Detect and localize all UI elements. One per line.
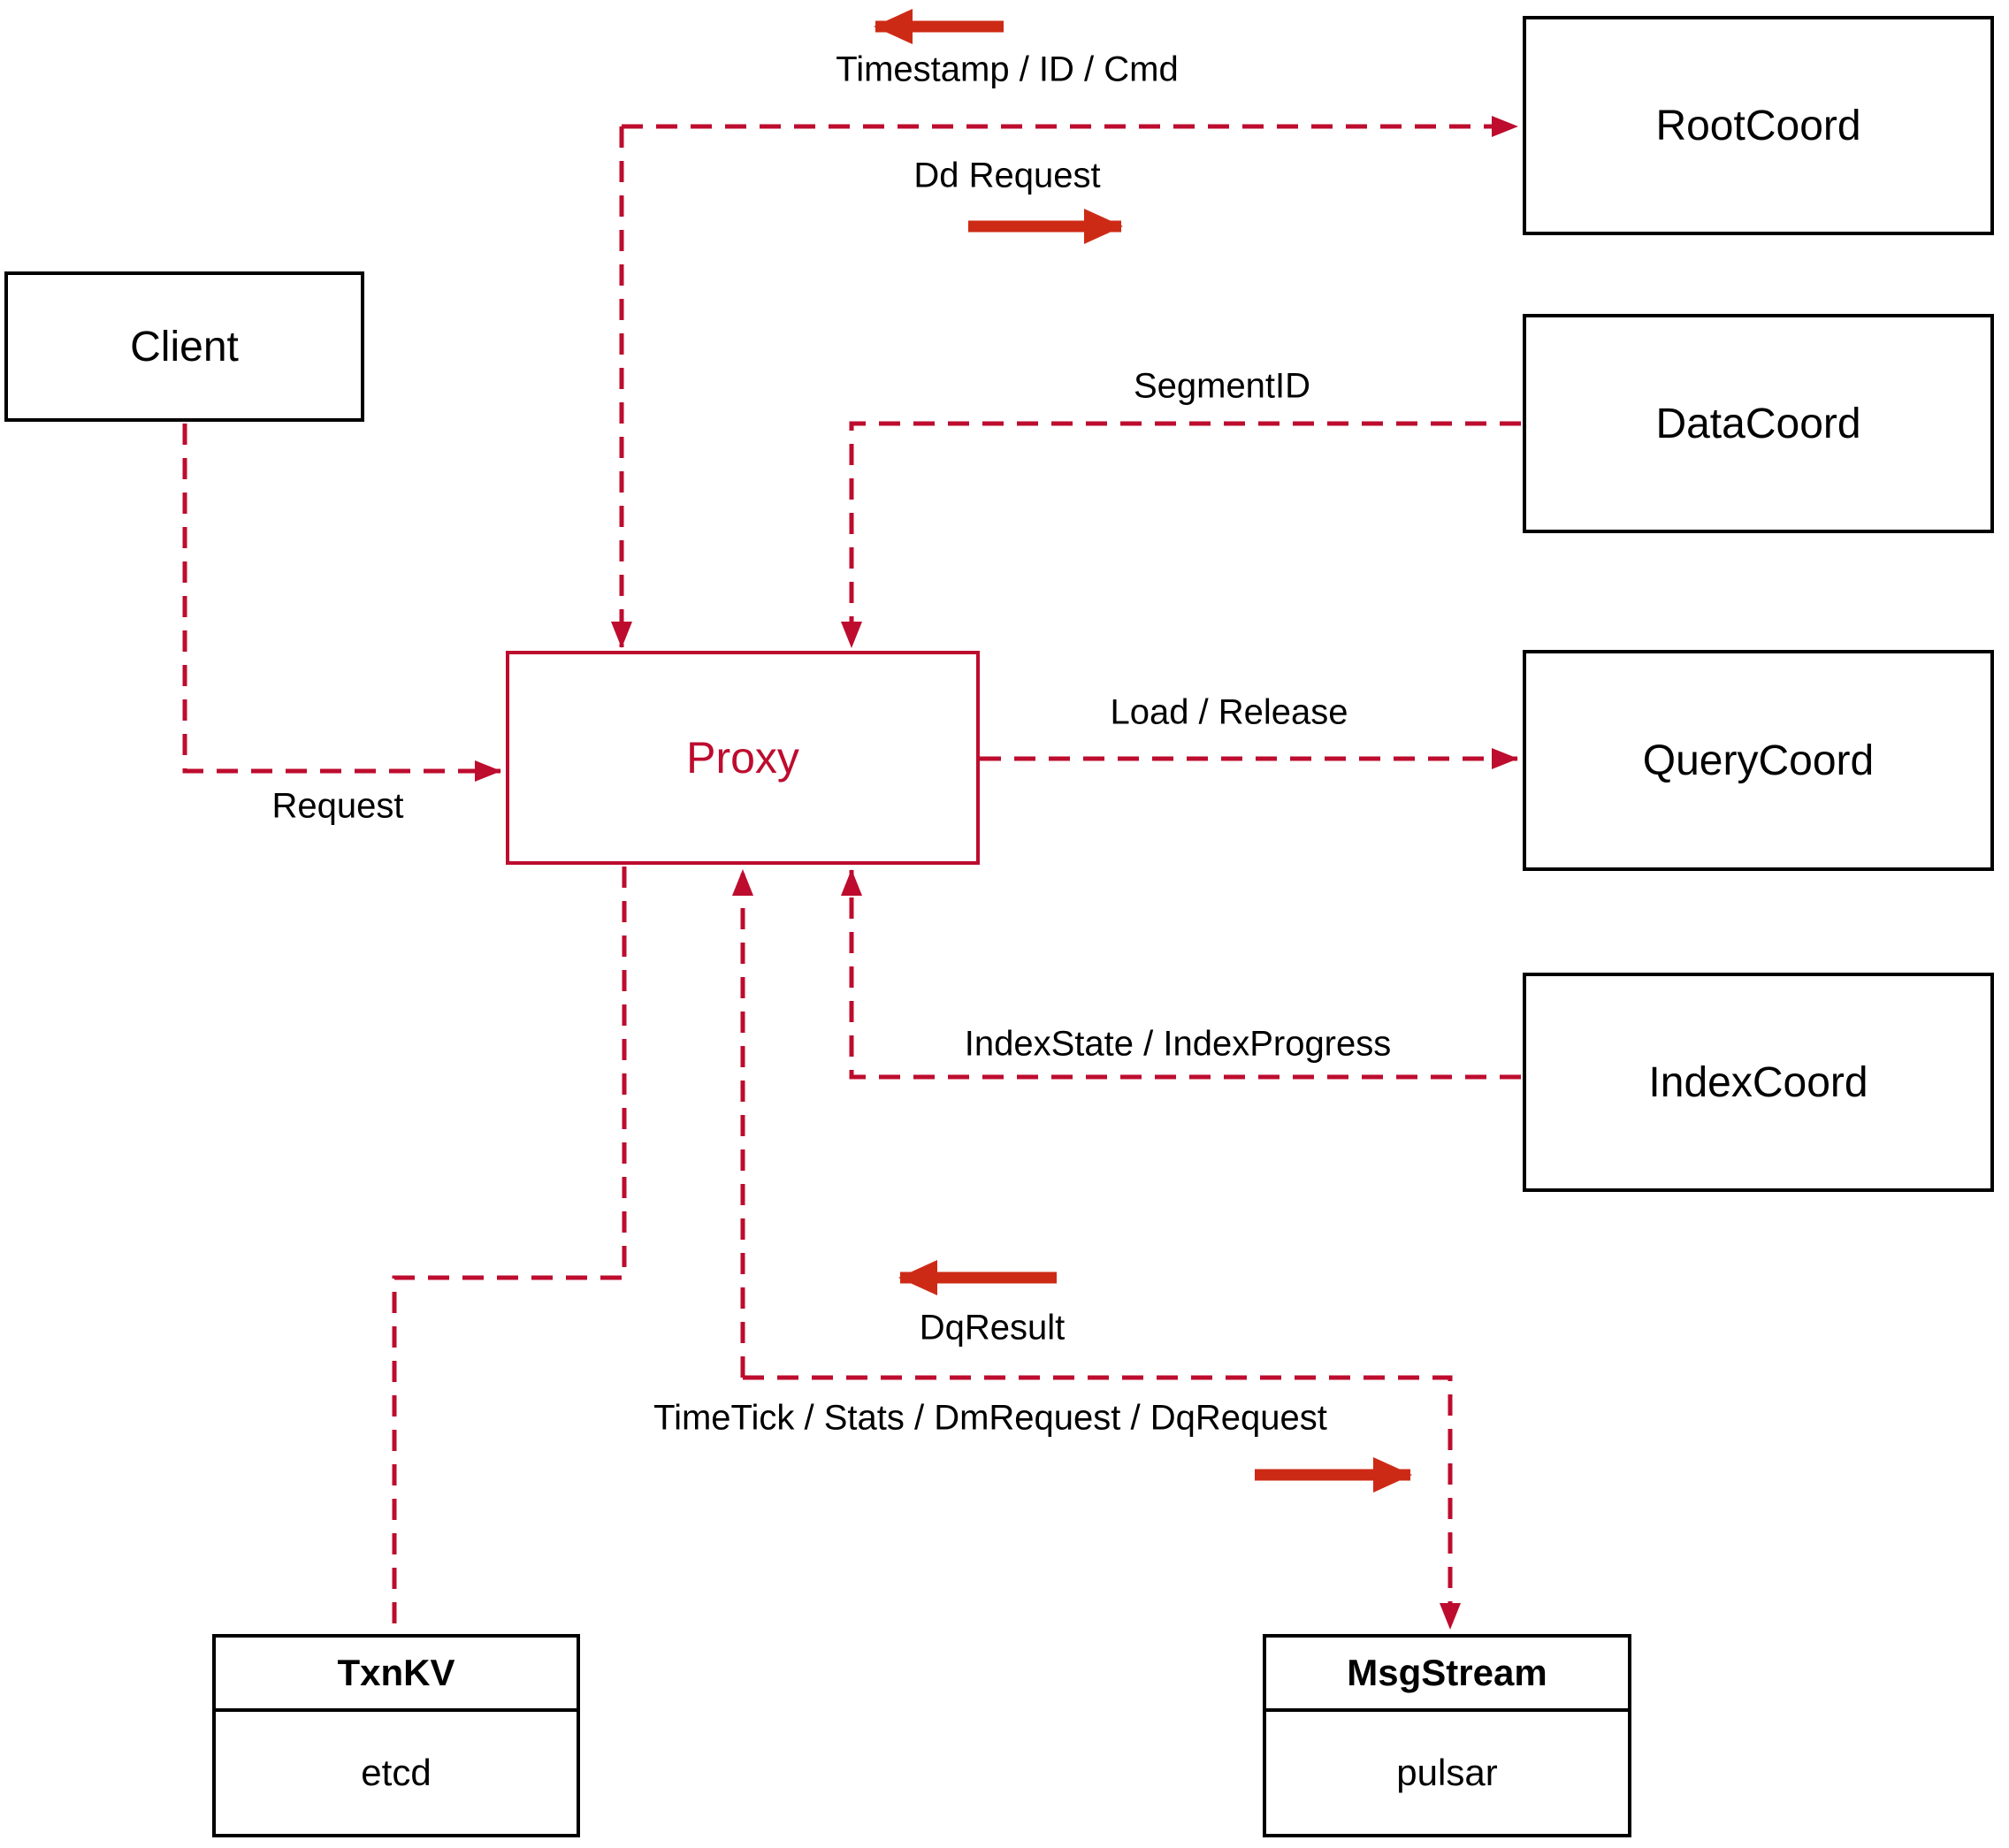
node-txnkv-impl: etcd — [361, 1752, 432, 1793]
node-proxy-label: Proxy — [686, 733, 799, 783]
edge-label-load-release: Load / Release — [1110, 692, 1348, 732]
edge-label-indexstate: IndexState / IndexProgress — [964, 1024, 1392, 1064]
edge-datacoord-proxy-line — [841, 421, 1521, 648]
node-msgstream-title: MsgStream — [1266, 1638, 1628, 1712]
node-msgstream-impl: pulsar — [1396, 1752, 1498, 1793]
node-txnkv: TxnKV etcd — [212, 1634, 580, 1837]
edge-indexcoord-proxy-line — [841, 869, 1521, 1080]
node-querycoord-label: QueryCoord — [1642, 737, 1875, 784]
node-client: Client — [4, 271, 364, 422]
node-proxy: Proxy — [506, 651, 980, 865]
node-client-label: Client — [130, 323, 239, 370]
node-querycoord: QueryCoord — [1523, 650, 1994, 871]
edge-label-timestamp: Timestamp / ID / Cmd — [836, 50, 1179, 89]
edge-proxy-msgstream-line-down — [743, 1375, 1461, 1630]
edge-label-segmentid: SegmentID — [1133, 366, 1311, 406]
node-indexcoord-label: IndexCoord — [1648, 1058, 1868, 1106]
node-datacoord-label: DataCoord — [1655, 400, 1861, 447]
node-rootcoord-label: RootCoord — [1655, 102, 1861, 149]
edge-label-request: Request — [271, 786, 404, 826]
edge-client-proxy-line — [182, 424, 501, 782]
edge-label-dd-request: Dd Request — [913, 156, 1101, 195]
edge-label-dqresult: DqResult — [919, 1308, 1066, 1348]
node-datacoord: DataCoord — [1523, 314, 1994, 533]
edge-label-timetick: TimeTick / Stats / DmRequest / DqRequest — [653, 1398, 1327, 1438]
node-rootcoord: RootCoord — [1523, 16, 1994, 235]
node-indexcoord: IndexCoord — [1523, 973, 1994, 1192]
node-txnkv-title: TxnKV — [216, 1638, 577, 1712]
node-msgstream: MsgStream pulsar — [1263, 1634, 1631, 1837]
edge-proxy-txnkv-line — [392, 867, 627, 1632]
